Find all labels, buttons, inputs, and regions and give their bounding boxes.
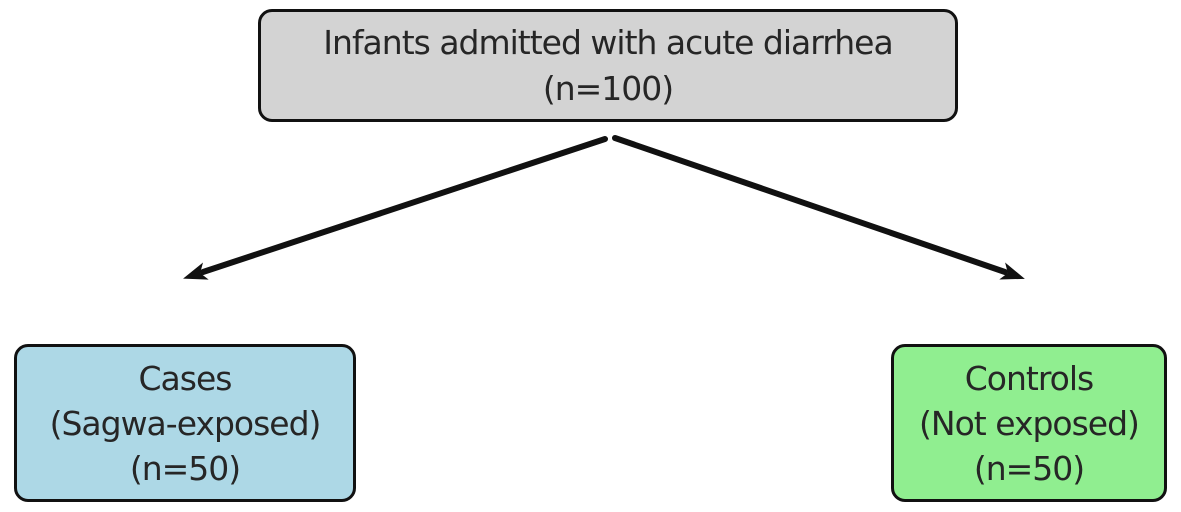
node-infants-admitted: Infants admitted with acute diarrhea (n=…: [258, 9, 958, 122]
arrow-root-to-cases: [183, 136, 608, 280]
node-controls: Controls (Not exposed) (n=50): [891, 344, 1167, 502]
node-label-line: Infants admitted with acute diarrhea: [323, 22, 893, 62]
node-count-line: (n=100): [542, 68, 674, 108]
node-cases: Cases (Sagwa-exposed) (n=50): [14, 344, 356, 502]
node-count-line: (n=50): [973, 448, 1085, 488]
node-sublabel-line: (Sagwa-exposed): [49, 403, 322, 443]
node-count-line: (n=50): [129, 448, 241, 488]
arrow-root-to-controls: [612, 135, 1025, 280]
node-label-line: Controls: [964, 358, 1094, 398]
node-sublabel-line: (Not exposed): [919, 403, 1140, 443]
node-label-line: Cases: [138, 358, 233, 398]
